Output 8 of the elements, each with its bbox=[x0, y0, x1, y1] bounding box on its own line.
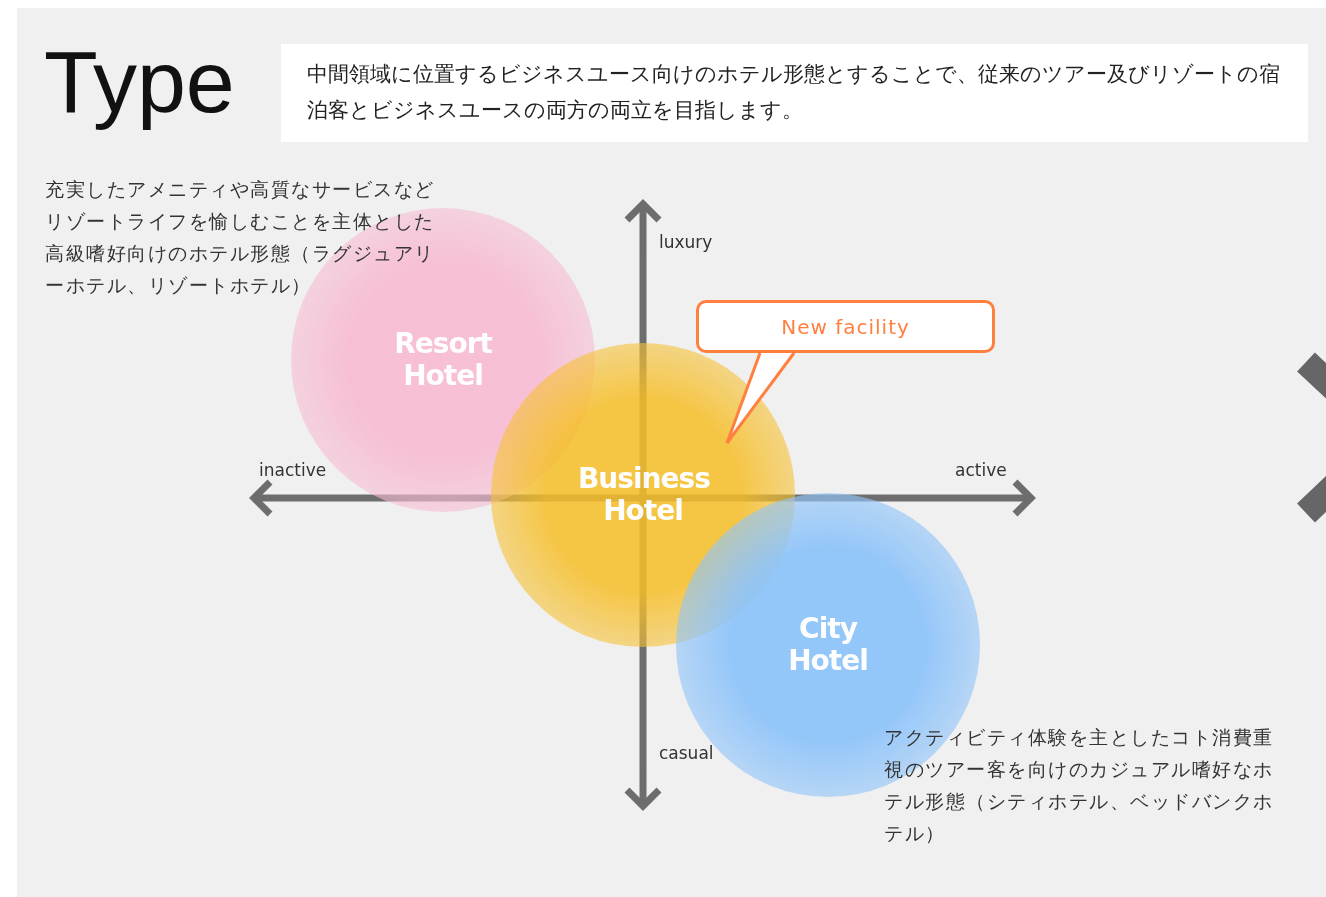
axis-label: luxury bbox=[659, 231, 714, 254]
description-text: 充実したアメニティや高質なサービスなどリゾートライフを愉しむことを主体とした高級嗜好向けのホテル形態（ラグジュアリーホテル、リゾートホテル） bbox=[45, 177, 436, 298]
axis-label: inactive bbox=[259, 459, 328, 482]
title: Type bbox=[44, 34, 235, 131]
axis-label: casual bbox=[659, 742, 715, 765]
intro-text: 中間領域に位置するビジネスユース向けのホテル形態とすることで、従来のツアー及びリゾートの宿泊客とビジネスユースの両方の両立を目指します。 bbox=[281, 44, 1308, 142]
description-text: アクティビティ体験を主としたコト消費重視のツアー客を向けのカジュアル嗜好なホテル形態（シティホテル、ベッドバンクホテル） bbox=[884, 725, 1275, 846]
axis-label: active bbox=[955, 459, 1008, 482]
